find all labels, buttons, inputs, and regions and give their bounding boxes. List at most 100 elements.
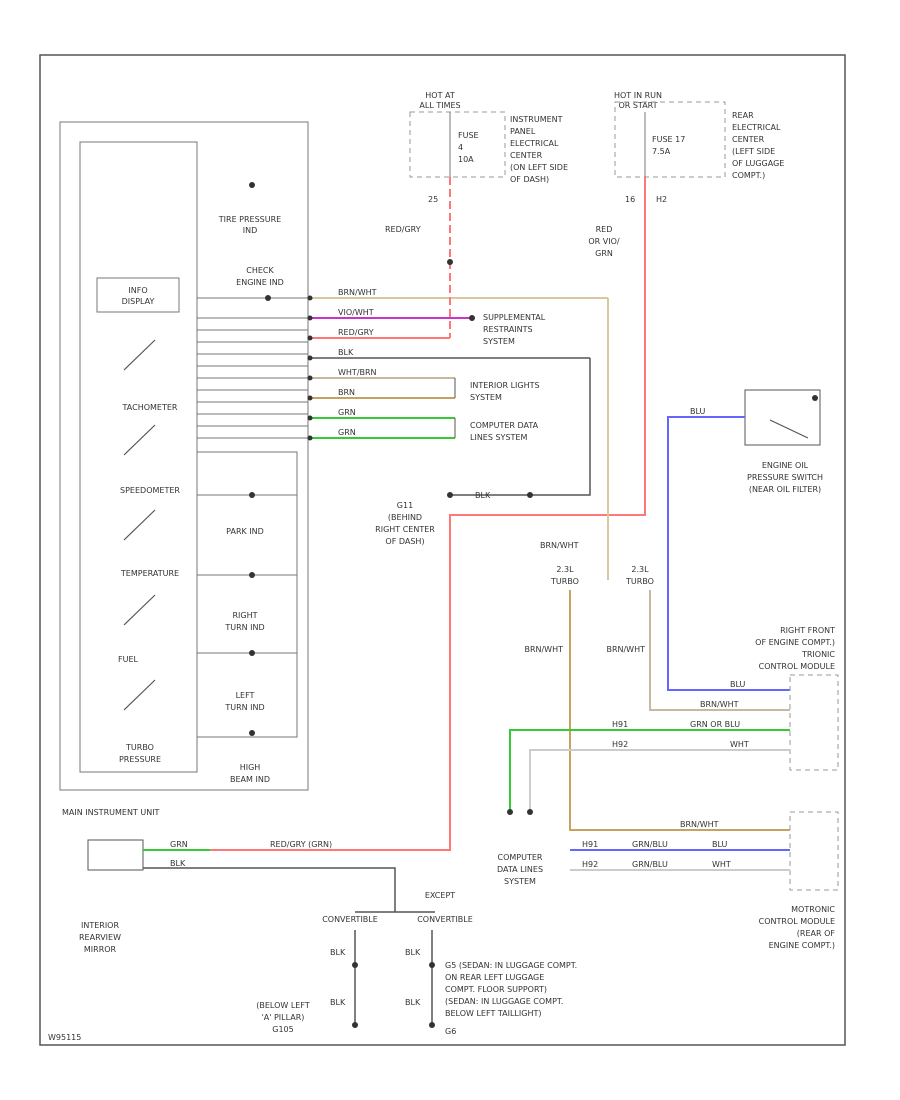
ip-center-5: (ON LEFT SIDE: [510, 163, 568, 172]
ground-right-3: COMPT. FLOOR SUPPORT): [445, 985, 547, 994]
info-display-label-2: DISPLAY: [122, 297, 155, 306]
convertible-label-2: CONVERTIBLE: [417, 915, 473, 924]
except-label: EXCEPT: [425, 891, 455, 900]
hot-at-all-times-2: ALL TIMES: [419, 101, 460, 110]
info-display-box: [96, 277, 180, 313]
rear-center-4: (LEFT SIDE: [732, 147, 775, 156]
fuse-b-1: FUSE 17: [652, 135, 685, 144]
restraints-2: RESTRAINTS: [483, 325, 533, 334]
diagram-frame: [39, 54, 846, 1046]
rear-center-box: [614, 101, 726, 178]
rear-center-6: COMPT.): [732, 171, 765, 180]
rear-center-3: CENTER: [732, 135, 765, 144]
wire-label-6: GRN: [338, 408, 356, 417]
ground-left-1: (BELOW LEFT: [256, 1001, 310, 1010]
ground-right-4: (SEDAN: IN LUGGAGE COMPT.: [445, 997, 563, 1006]
high-beam-2: BEAM IND: [230, 775, 270, 784]
computer-data-2-3: SYSTEM: [504, 877, 536, 886]
turbo-label-2: PRESSURE: [119, 755, 161, 764]
left-ground-splice: [352, 962, 358, 968]
motronic-2: CONTROL MODULE: [759, 917, 835, 926]
grn-wire: [509, 729, 790, 810]
brn-wht-label: BRN/WHT: [540, 541, 579, 550]
right-ground-splice: [429, 962, 435, 968]
hot-at-all-times-1: HOT AT: [425, 91, 455, 100]
pin-c: H2: [656, 195, 667, 204]
g11-1: G11: [397, 501, 413, 510]
red-or-vio-2: OR VIO/: [588, 237, 620, 246]
trionic-3: TRIONIC: [801, 650, 835, 659]
fuel-label: FUEL: [118, 655, 139, 664]
pin-a: 25: [428, 195, 438, 204]
ground-left-2: 'A' PILLAR): [262, 1013, 305, 1022]
rear-center-5: OF LUGGAGE: [732, 159, 784, 168]
trionic-row-1-right: BRN/WHT: [700, 700, 739, 709]
computer-data-1: COMPUTER DATA: [470, 421, 539, 430]
motronic-row-1-left: H91: [582, 840, 598, 849]
pin-b: 16: [625, 195, 635, 204]
wire-label-7: GRN: [338, 428, 356, 437]
brn-wht-left: BRN/WHT: [524, 645, 563, 654]
wire-label-3: BLK: [338, 348, 354, 357]
rear-center-1: REAR: [732, 111, 754, 120]
wire-label-0: BRN/WHT: [338, 288, 377, 297]
check-engine-label-1: CHECK: [246, 266, 274, 275]
temperature-label: TEMPERATURE: [120, 569, 179, 578]
wire-label-5: BRN: [338, 388, 355, 397]
fuse-a-2: 4: [458, 143, 463, 152]
interior-lights-2: SYSTEM: [470, 393, 502, 402]
high-beam-lamp: [249, 730, 255, 736]
trionic-row-3-right: WHT: [730, 740, 749, 749]
left-turn-2: TURN IND: [224, 703, 264, 712]
trionic-row-0-right: BLU: [730, 680, 746, 689]
speedometer-label: SPEEDOMETER: [120, 486, 180, 495]
ip-center-box: [409, 111, 506, 178]
main-instrument-unit-label: MAIN INSTRUMENT UNIT: [62, 808, 160, 817]
splice-a: [447, 259, 453, 265]
gauge-panel-box: [79, 141, 198, 773]
trionic-1: RIGHT FRONT: [780, 626, 835, 635]
ground-right-6: G6: [445, 1027, 456, 1036]
park-label: PARK IND: [226, 527, 264, 536]
connector-pins: [307, 295, 313, 441]
tachometer-label: TACHOMETER: [122, 403, 178, 412]
motronic-row-0-right: BRN/WHT: [680, 820, 719, 829]
right-turn-lamp: [249, 572, 255, 578]
tire-pressure-label-2: IND: [243, 226, 258, 235]
interior-lights-1: INTERIOR LIGHTS: [470, 381, 540, 390]
red-gry-label: RED/GRY: [385, 225, 421, 234]
fuse-a-1: FUSE: [458, 131, 479, 140]
blk-label: BLK: [475, 491, 491, 500]
ip-center-3: ELECTRICAL: [510, 139, 559, 148]
motronic-3: (REAR OF: [797, 929, 836, 938]
wht-wire: [529, 749, 790, 810]
check-engine-label-2: ENGINE IND: [236, 278, 284, 287]
ground-right-1: G5 (SEDAN: IN LUGGAGE COMPT.: [445, 961, 577, 970]
wire-label-2: RED/GRY: [338, 328, 374, 337]
fuel-needle: [123, 594, 156, 626]
motronic-row-2-left: H92: [582, 860, 598, 869]
computer-data-2: LINES SYSTEM: [470, 433, 527, 442]
red-feed-wire: [210, 177, 646, 851]
ip-center-2: PANEL: [510, 127, 536, 136]
mirror-blk-wire: [143, 867, 396, 912]
convertible-label: CONVERTIBLE: [322, 915, 378, 924]
check-engine-lamp: [265, 295, 271, 301]
brn-wht-right: BRN/WHT: [606, 645, 645, 654]
blu-wire: [667, 416, 790, 691]
turbo-left-2: TURBO: [550, 577, 579, 586]
park-lamp: [249, 492, 255, 498]
red-or-vio-3: GRN: [595, 249, 613, 258]
motronic-1: MOTRONIC: [791, 905, 835, 914]
hot-in-run-2: OR START: [618, 101, 657, 110]
data-dot-1: [507, 809, 513, 815]
mirror-box: [87, 839, 144, 871]
oil-switch-3: (NEAR OIL FILTER): [749, 485, 821, 494]
oil-switch-1: ENGINE OIL: [762, 461, 809, 470]
blu-label: BLU: [690, 407, 706, 416]
left-ground-dot: [352, 1022, 358, 1028]
motronic-module-box: [789, 811, 839, 891]
data-dot-2: [527, 809, 533, 815]
mirror-grn-label: GRN: [170, 840, 188, 849]
ground-left-3: G105: [272, 1025, 293, 1034]
